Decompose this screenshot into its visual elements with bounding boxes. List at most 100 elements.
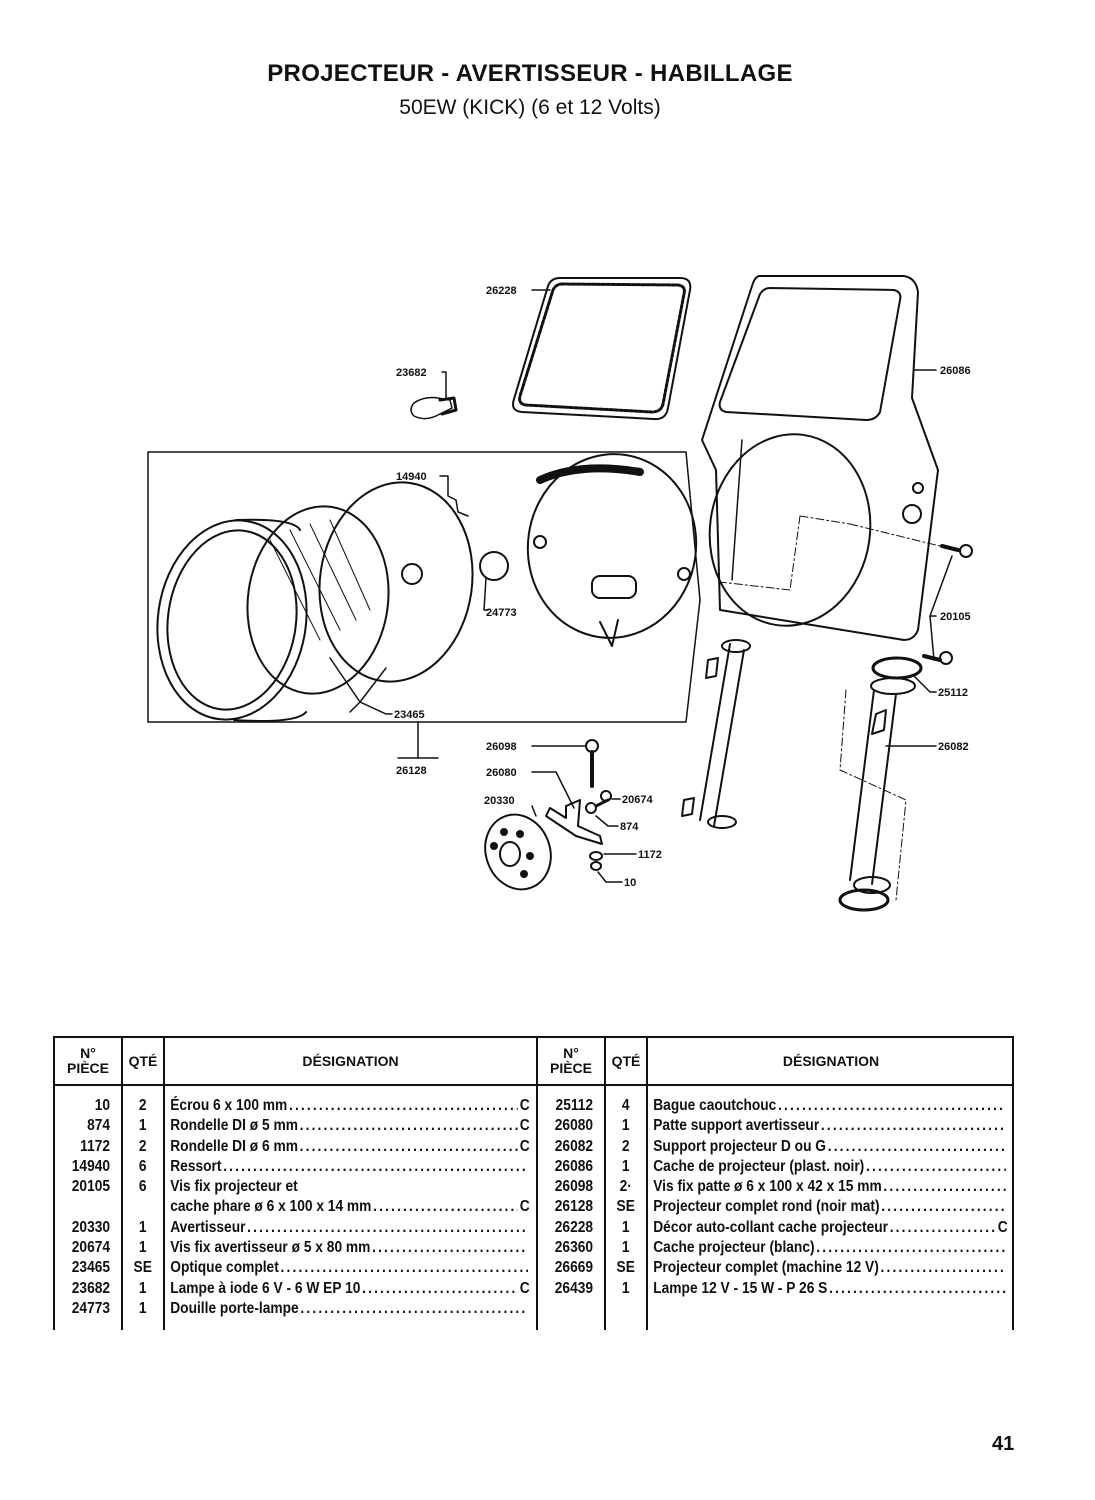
dot-leader: ........................................… (280, 1259, 528, 1277)
designation: Cache projecteur (blanc)................… (646, 1238, 1012, 1258)
callout-874: 874 (620, 821, 639, 833)
parts-table-right: N°PIÈCE QTÉ DÉSIGNATION 25112 4 Bague caou… (536, 1038, 1014, 1330)
bracket-part-26080 (531, 771, 603, 845)
part-number: 20674 (71, 1239, 111, 1257)
designation: Bague caoutchouc........................… (653, 1097, 1006, 1114)
dot-leader: ........................................… (372, 1239, 528, 1257)
callout-26086: 26086 (940, 365, 971, 377)
callout-25112: 25112 (938, 687, 968, 699)
callout-23465: 23465 (394, 709, 425, 721)
dot-leader: ........................................… (299, 1137, 519, 1155)
table-row: 25112 4 Bague caoutchouc..................… (538, 1096, 1013, 1116)
horn-part-20330 (484, 805, 552, 891)
table-row: 23682 1 Lampe à iode 6 V - 6 W EP 10......… (55, 1279, 535, 1299)
dot-leader: ........................................… (816, 1239, 1006, 1257)
dot-leader: ........................................… (829, 1279, 1006, 1297)
callout-23682: 23682 (396, 367, 427, 379)
header-designation: DÉSIGNATION (782, 1052, 880, 1069)
callout-14940: 14940 (396, 471, 427, 483)
designation: Lampe à iode 6 V - 6 W EP 10............… (170, 1279, 530, 1297)
designation: Lampe 12 V - 15 W - P 26 S..............… (653, 1279, 1006, 1297)
nut-part-10 (590, 861, 623, 883)
designation: Douille porte-lampe.....................… (170, 1299, 528, 1317)
part-number: 10 (94, 1097, 111, 1114)
table-rows-right: 25112 4 Bague caoutchouc..................… (538, 1096, 1014, 1299)
callout-24773: 24773 (486, 607, 517, 619)
headlight-rim (156, 518, 308, 722)
quantity: 6 (138, 1157, 147, 1175)
socket-part-24773 (479, 551, 509, 611)
quantity: 2 (138, 1137, 147, 1155)
quantity: 6 (138, 1178, 147, 1196)
quantity: 1 (621, 1157, 630, 1175)
dot-leader: ........................................… (362, 1279, 518, 1297)
washer-part-874 (585, 802, 619, 827)
part-number: 20330 (71, 1218, 111, 1236)
dot-leader: ........................................… (883, 1178, 1006, 1196)
header-designation: DÉSIGNATION (302, 1052, 399, 1069)
quantity: 1 (621, 1218, 630, 1236)
callout-26128: 26128 (396, 765, 427, 777)
headlight-lens (246, 505, 390, 695)
table-header: N°PIÈCE QTÉ DÉSIGNATION (55, 1038, 536, 1086)
quantity: 1 (621, 1117, 630, 1135)
dot-leader: ........................................… (880, 1259, 1006, 1277)
part-number: 20105 (71, 1178, 111, 1196)
designation: Cache de projecteur (plast. noir).......… (646, 1157, 1012, 1177)
designation: Optique complet.........................… (163, 1258, 534, 1278)
designation: Vis fix patte ø 6 x 100 x 42 x 15 mm....… (646, 1177, 1012, 1197)
header-part-number: N°PIÈCE (549, 1045, 592, 1076)
callout-20105: 20105 (940, 611, 971, 623)
part-number: 26080 (554, 1117, 594, 1135)
dot-leader: ........................................… (889, 1218, 997, 1236)
quantity: SE (616, 1259, 635, 1277)
part-number: 1172 (80, 1137, 111, 1155)
part-number: 874 (87, 1117, 111, 1135)
part-number: 25112 (555, 1097, 594, 1114)
support-part-26082 (838, 689, 937, 912)
designation: Écrou 6 x 100 mm........................… (170, 1097, 530, 1114)
dot-leader: ........................................… (288, 1097, 518, 1114)
page-number: 41 (992, 1433, 1015, 1455)
part-number: 26439 (554, 1279, 594, 1297)
support-part-26082-left (681, 639, 751, 829)
quantity: SE (616, 1198, 635, 1216)
headlight-housing (526, 453, 698, 647)
callout-10: 10 (624, 877, 636, 889)
quantity: 1 (138, 1279, 147, 1297)
part-number: 23682 (71, 1279, 111, 1297)
suffix-code: C (519, 1097, 530, 1114)
bolt-part-26098 (531, 739, 599, 788)
header-quantity: QTÉ (611, 1052, 641, 1069)
dot-leader: ........................................… (223, 1157, 528, 1175)
part-number: 26086 (554, 1157, 594, 1175)
table-header: N°PIÈCE QTÉ DÉSIGNATION (538, 1038, 1014, 1086)
screw-part-20674 (594, 790, 621, 808)
designation: Projecteur complet rond (noir mat)......… (646, 1197, 1012, 1217)
headlight-cover-part-26086 (701, 275, 949, 641)
quantity: SE (133, 1259, 152, 1277)
designation: Support projecteur D ou G...............… (653, 1137, 1006, 1155)
suffix-code: C (997, 1218, 1008, 1236)
callout-20674: 20674 (622, 794, 653, 806)
headlight-reflector (318, 481, 474, 683)
quantity: 1 (138, 1117, 147, 1135)
quantity: 4 (621, 1097, 630, 1114)
part-number: 14940 (71, 1157, 111, 1175)
callout-1172: 1172 (638, 849, 662, 861)
callout-26098: 26098 (486, 741, 517, 753)
dot-leader: ........................................… (820, 1117, 1006, 1135)
part-number: 26082 (554, 1137, 594, 1155)
